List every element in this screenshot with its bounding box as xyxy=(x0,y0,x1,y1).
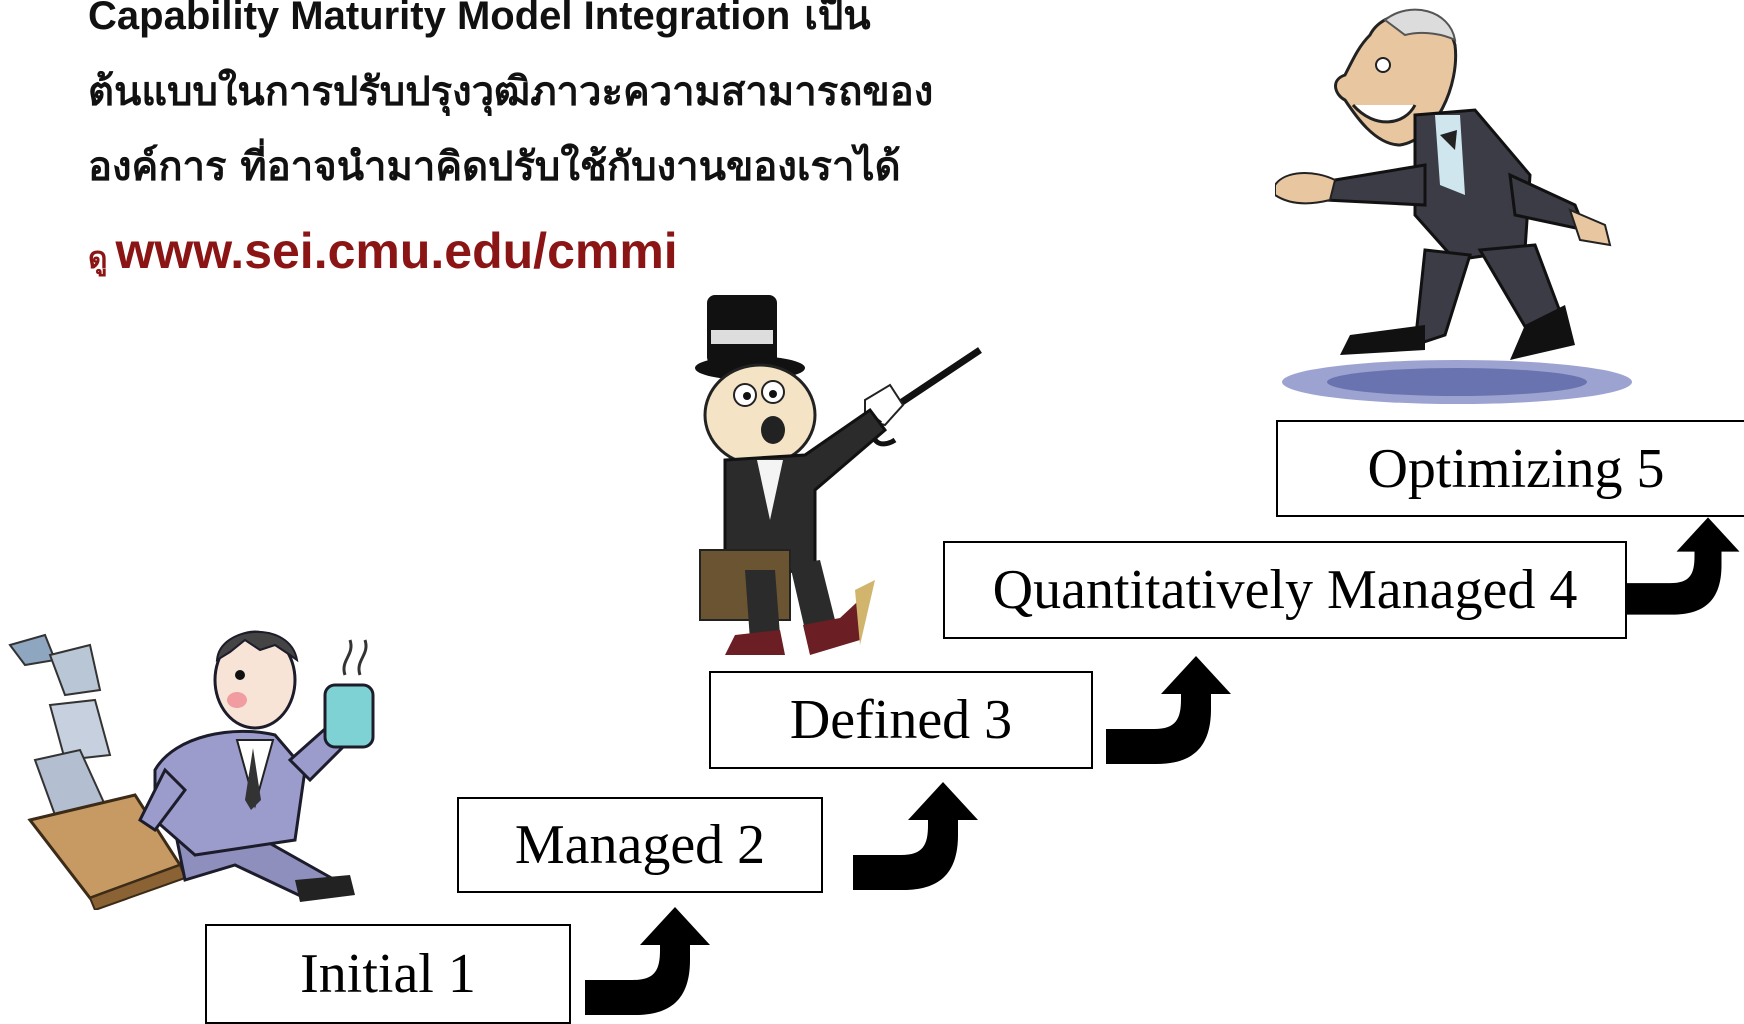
intro-text: Capability Maturity Model Integration เป… xyxy=(88,0,1048,204)
step-arrow-icon xyxy=(853,782,978,890)
intro-line-2: ต้นแบบในการปรับปรุงวุฒิภาวะความสามารถของ xyxy=(88,68,934,115)
level-box-initial: Initial 1 xyxy=(205,924,571,1024)
intro-line-1: Capability Maturity Model Integration เป… xyxy=(88,0,1048,54)
level-box-optimizing: Optimizing 5 xyxy=(1276,420,1744,517)
intro-line-1-thai: เป็น xyxy=(790,0,871,39)
level-box-quantitatively-managed: Quantitatively Managed 4 xyxy=(943,541,1627,639)
reference-line: ดูwww.sei.cmu.edu/cmmi xyxy=(88,222,678,282)
step-arrow-icon xyxy=(585,907,710,1015)
level-box-defined: Defined 3 xyxy=(709,671,1093,769)
elderly-gentleman-illustration xyxy=(1275,8,1632,404)
intro-line-3: องค์การ ที่อาจนำมาคิดปรับใช้กับงานของเรา… xyxy=(88,143,901,190)
see-prefix: ดู xyxy=(88,241,108,276)
top-hat-man-illustration xyxy=(695,295,982,655)
hurried-worker-illustration xyxy=(8,630,375,910)
cmmi-website-link[interactable]: www.sei.cmu.edu/cmmi xyxy=(115,223,678,279)
cmmi-full-name: Capability Maturity Model Integration xyxy=(88,0,791,38)
step-arrow-icon xyxy=(1627,517,1740,615)
step-arrow-icon xyxy=(1106,656,1231,764)
level-box-managed: Managed 2 xyxy=(457,797,823,893)
